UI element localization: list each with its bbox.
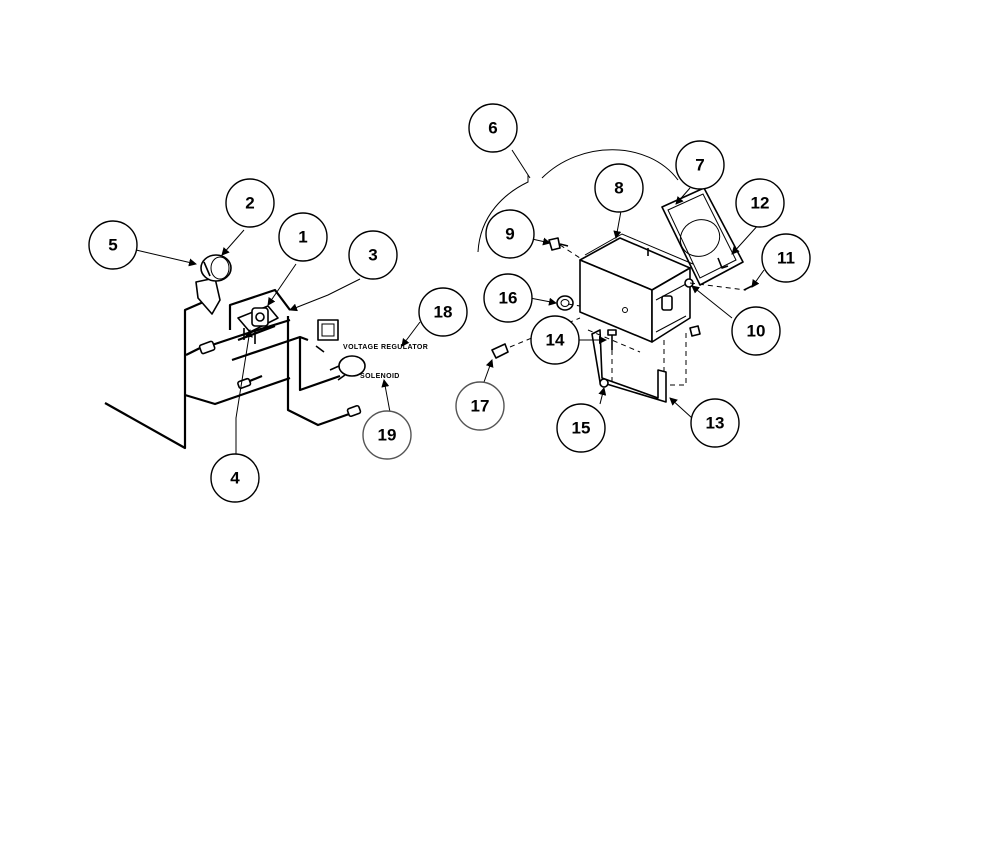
- callout-17: 17: [455, 381, 505, 431]
- wing-nut-right: [689, 325, 701, 337]
- enclosure-box-part-8: [579, 233, 694, 343]
- svg-text:11: 11: [777, 249, 795, 268]
- svg-text:15: 15: [572, 419, 591, 438]
- nut-part-15: [599, 378, 609, 388]
- callout-15: 15: [556, 403, 606, 453]
- connector-plug-left: [198, 340, 216, 355]
- svg-text:19: 19: [378, 426, 397, 445]
- gasket-frame-part-7: [661, 187, 744, 286]
- connector-plug-lower: [237, 377, 252, 390]
- callout-8: 8: [594, 163, 644, 213]
- svg-text:4: 4: [230, 469, 240, 488]
- leader-lines: [135, 149, 765, 454]
- callout-14: 14: [530, 315, 580, 365]
- svg-text:8: 8: [614, 179, 623, 198]
- callout-11: 11: [761, 233, 811, 283]
- svg-text:12: 12: [751, 194, 770, 213]
- svg-text:14: 14: [546, 331, 565, 350]
- wing-nut-part-9: [548, 237, 569, 251]
- callout-9: 9: [485, 209, 535, 259]
- mounting-bracket-part-5: [195, 277, 221, 315]
- enclosure-outline-part-6: [477, 149, 679, 253]
- solenoid: [329, 355, 366, 381]
- wiring-harness: [104, 288, 353, 450]
- svg-text:18: 18: [434, 303, 453, 322]
- voltage-regulator-label: VOLTAGE REGULATOR: [343, 344, 428, 351]
- indicator-part-2: [200, 254, 232, 282]
- svg-text:3: 3: [368, 246, 377, 265]
- callout-10: 10: [731, 306, 781, 356]
- callout-13: 13: [690, 398, 740, 448]
- callout-19: 19: [362, 410, 412, 460]
- voltage-regulator: [315, 319, 339, 353]
- grommet-part-16: [556, 295, 574, 311]
- svg-text:5: 5: [108, 236, 117, 255]
- svg-text:13: 13: [706, 414, 725, 433]
- callout-12: 12: [735, 178, 785, 228]
- switch-part-1: [237, 305, 279, 344]
- svg-text:6: 6: [488, 119, 497, 138]
- bushing-part-17: [491, 343, 509, 359]
- callout-6: 6: [468, 103, 518, 153]
- svg-text:1: 1: [298, 228, 307, 247]
- callout-16: 16: [483, 273, 533, 323]
- callout-3: 3: [348, 230, 398, 280]
- callout-4: 4: [210, 453, 260, 503]
- latch-part-12: [717, 257, 729, 269]
- callout-7: 7: [675, 140, 725, 190]
- svg-text:16: 16: [499, 289, 518, 308]
- svg-text:2: 2: [245, 194, 254, 213]
- callout-1: 1: [278, 212, 328, 262]
- bolt-part-14: [607, 329, 617, 350]
- svg-text:9: 9: [505, 225, 514, 244]
- svg-text:7: 7: [695, 156, 704, 175]
- mounting-bracket-part-13: [591, 329, 667, 403]
- screw-part-11: [743, 285, 753, 291]
- svg-text:17: 17: [471, 397, 490, 416]
- solenoid-label: SOLENOID: [360, 373, 400, 380]
- callout-2: 2: [225, 178, 275, 228]
- callout-5: 5: [88, 220, 138, 270]
- connector-plug-end: [346, 404, 362, 418]
- svg-text:10: 10: [747, 322, 766, 341]
- callout-18: 18: [418, 287, 468, 337]
